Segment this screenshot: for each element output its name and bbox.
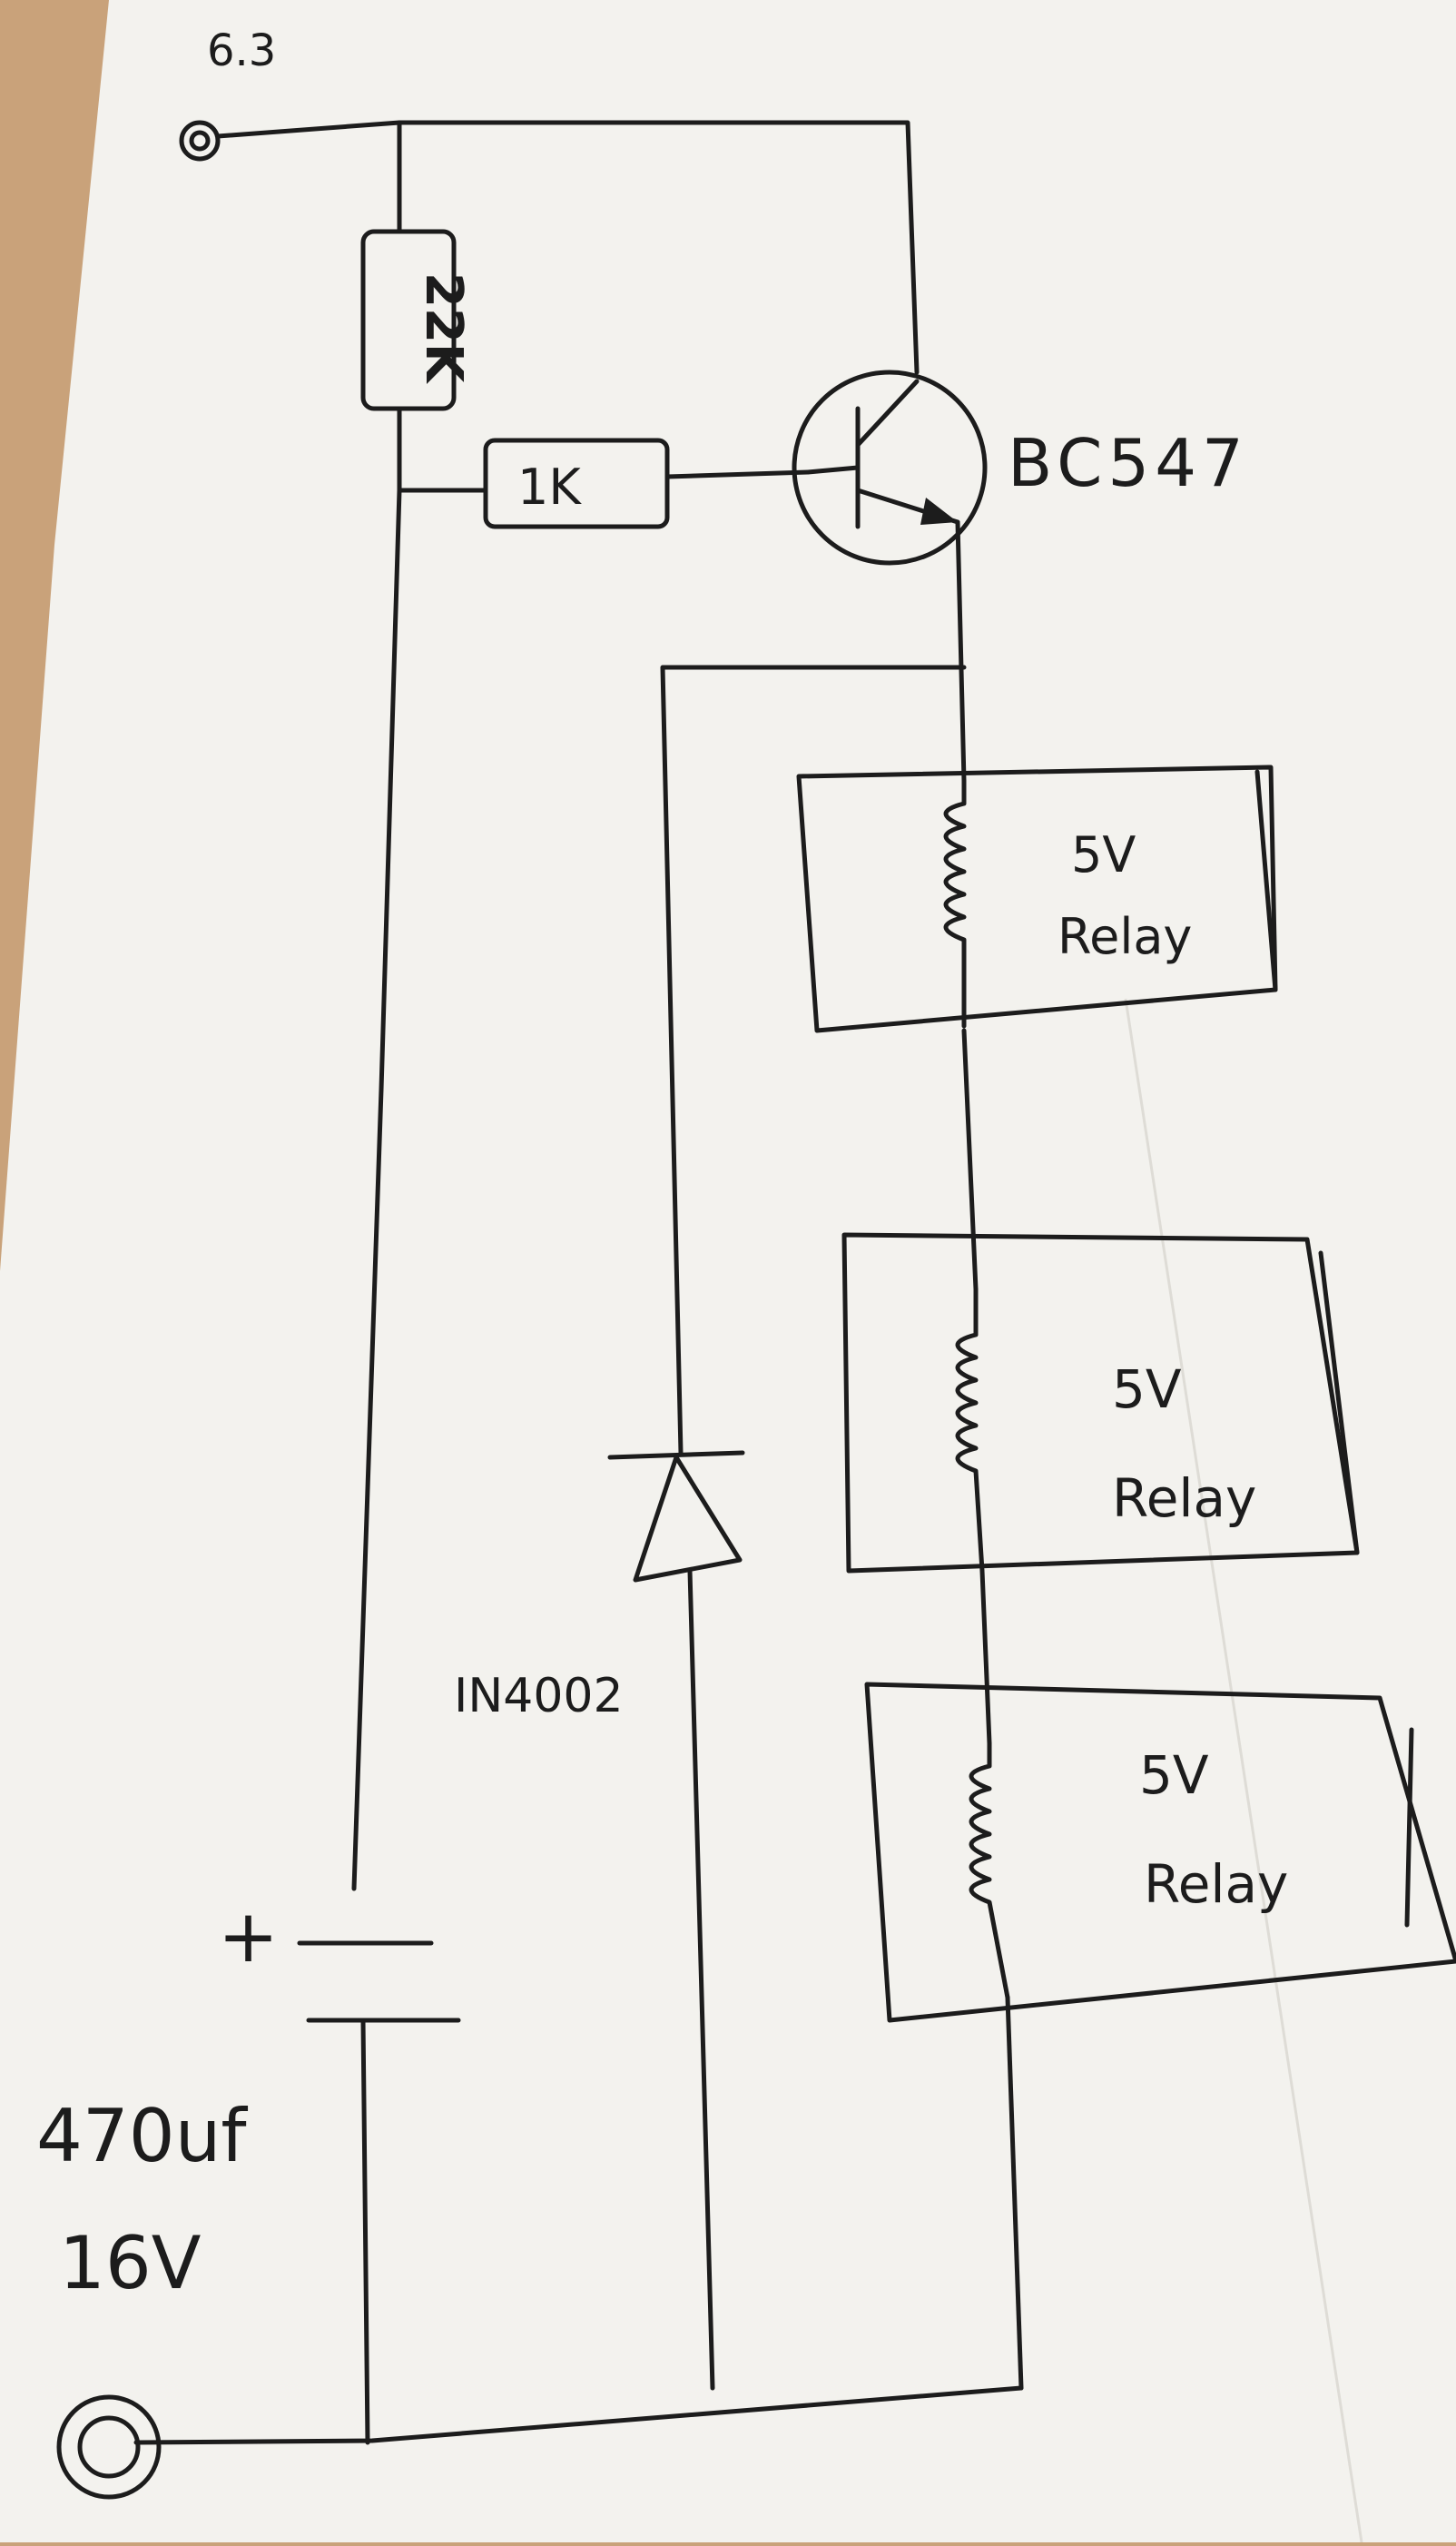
diode-top-wire (660, 665, 967, 1456)
relay-1-coil (943, 778, 967, 1029)
relay-2-coil (955, 1287, 985, 1574)
relay-2-line1: 5V (1112, 1358, 1182, 1420)
left-rail-wire (351, 120, 402, 1891)
right-return-wire (1005, 1995, 1024, 2391)
capacitor-voltage: 16V (59, 2221, 202, 2305)
relay-3 (864, 1682, 1456, 2023)
diode-in4002-label: IN4002 (454, 1669, 624, 1723)
top-terminal (179, 120, 221, 162)
relay-1-line2: Relay (1058, 908, 1192, 965)
relay-link-1-2 (961, 1028, 979, 1292)
bottom-terminal (56, 2394, 162, 2500)
top-rail-wire (215, 120, 920, 375)
base-wire-right (664, 469, 811, 479)
relay-3-line1: 5V (1139, 1744, 1209, 1806)
diode-in4002 (607, 1450, 745, 1583)
relay-2 (841, 1232, 1360, 1574)
capacitor (297, 1940, 461, 2445)
transistor-bc547-label: BC547 (1008, 425, 1249, 501)
resistor-1k (483, 438, 670, 529)
diode-bottom-wire (687, 1568, 715, 2391)
relay-3-line2: Relay (1144, 1853, 1288, 1915)
resistor-22k-label: 22K (414, 272, 473, 385)
bottom-rail-wire (133, 2385, 1024, 2445)
capacitor-polarity: + (218, 1894, 279, 1979)
relay-1-line1: 5V (1071, 826, 1136, 883)
paper-fold (1124, 998, 1363, 2543)
relay-2-line2: Relay (1112, 1467, 1256, 1529)
relay-link-2-3 (979, 1568, 992, 1746)
relay-1 (796, 765, 1278, 1033)
resistor-22k (360, 229, 457, 411)
relay-3-coil (969, 1741, 1010, 2000)
resistor-1k-label: 1K (517, 459, 582, 516)
transistor-bc547 (792, 370, 988, 566)
emitter-wire (955, 519, 967, 784)
capacitor-value: 470uf (36, 2094, 248, 2178)
top-terminal-label: 6.3 (207, 25, 276, 76)
